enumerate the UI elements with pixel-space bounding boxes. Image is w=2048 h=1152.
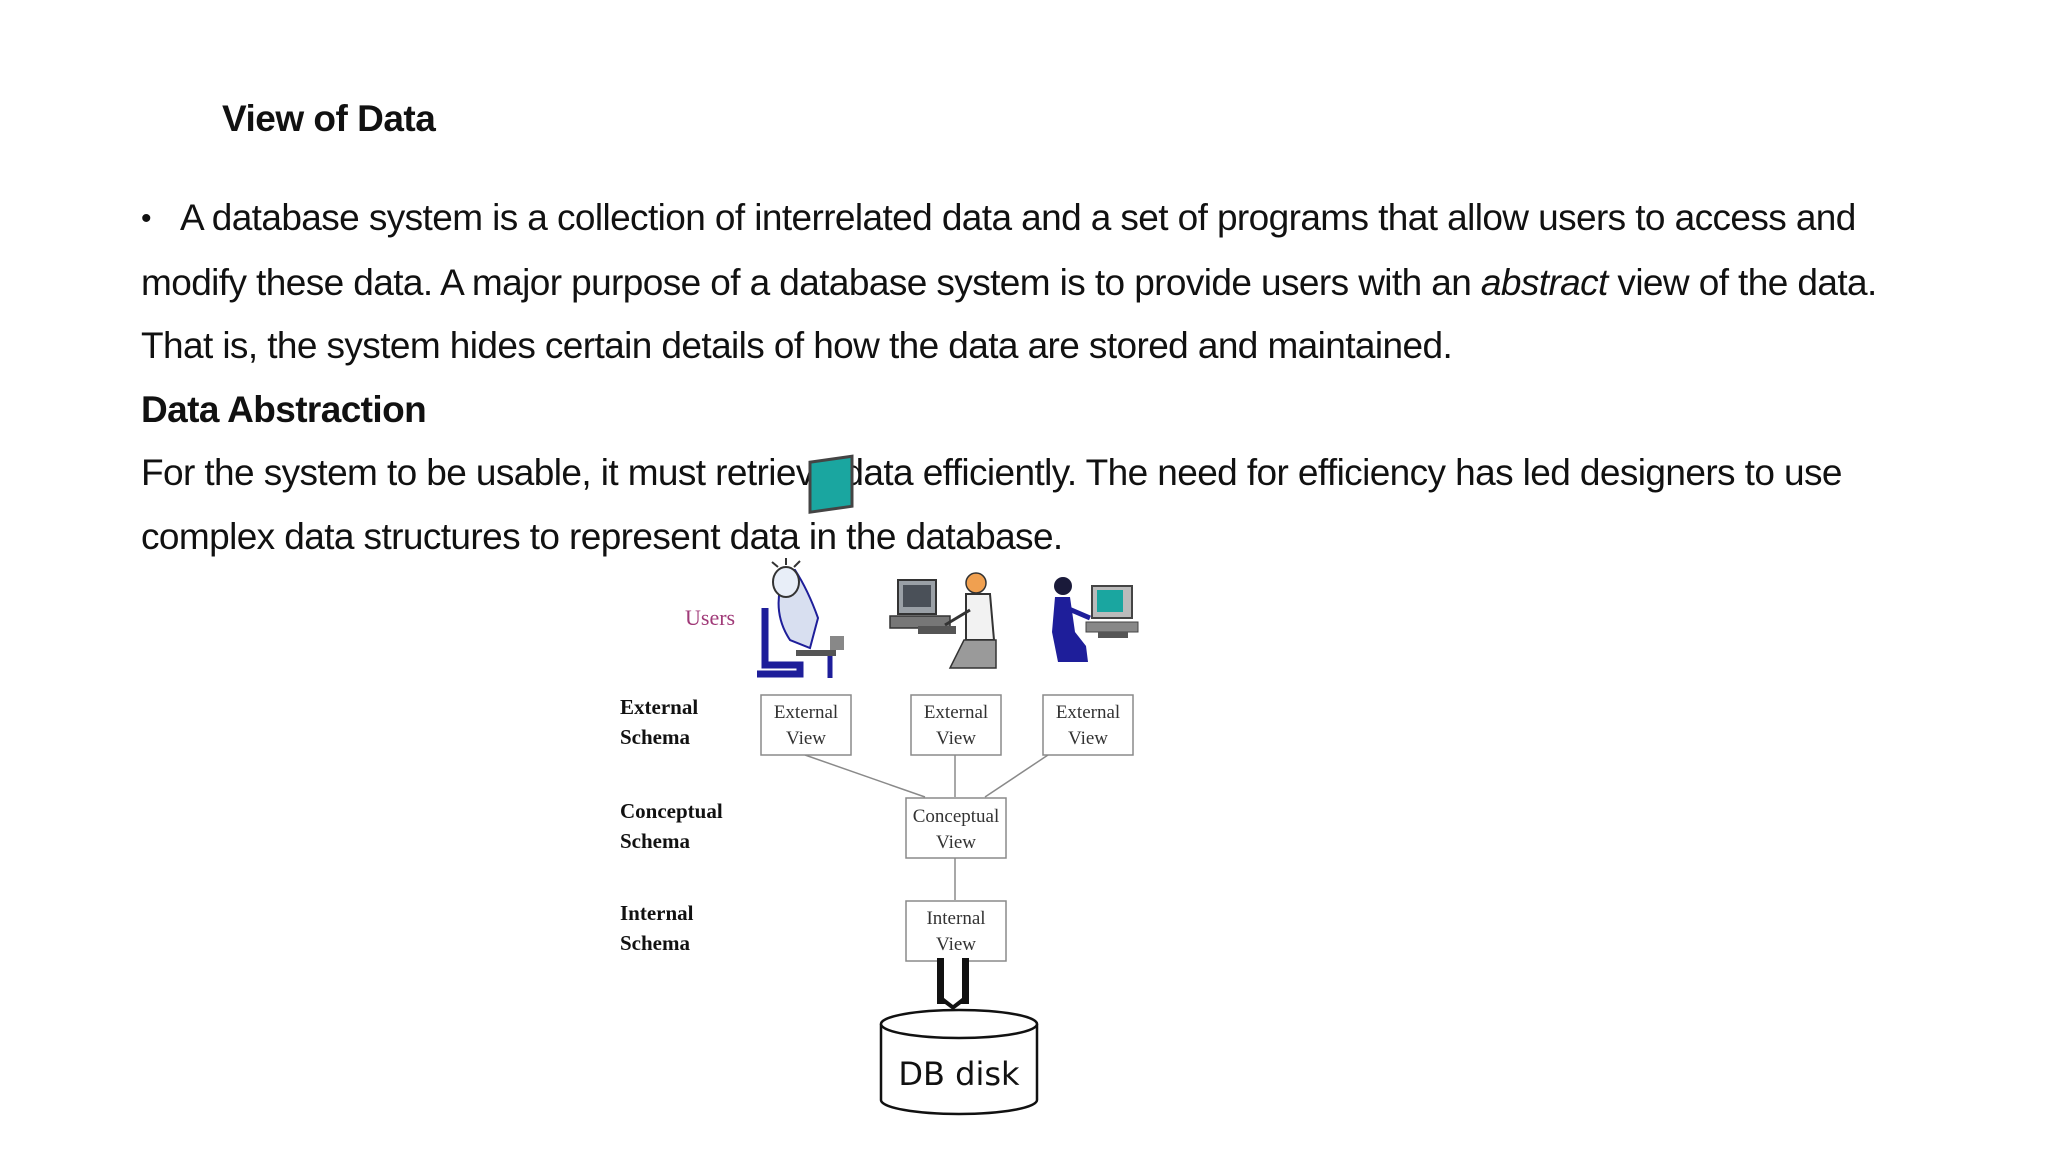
external-view-box-1 <box>760 694 852 756</box>
internal-view-l1: Internal <box>926 908 985 929</box>
para1-line1-text: A database system is a collection of int… <box>180 197 1856 238</box>
para1-line2-after: view of the data. <box>1607 261 1877 303</box>
external-view-2-l2: View <box>936 728 976 749</box>
user-figure-1-icon <box>757 454 854 678</box>
conceptual-view-l1: Conceptual <box>913 806 1000 827</box>
bullet-icon: • <box>141 202 152 235</box>
external-view-1-l1: External <box>774 702 838 723</box>
slide-title: View of Data <box>222 98 436 139</box>
internal-view-l2: View <box>936 934 976 955</box>
para1-line1: • A database system is a collection of in… <box>141 186 1856 251</box>
down-arrow-icon <box>937 958 969 1010</box>
external-schema-label-l1: External <box>620 695 698 719</box>
user-figure-2-icon <box>889 572 997 669</box>
database-disk-icon <box>879 1008 1039 1116</box>
conceptual-view-box <box>905 797 1007 859</box>
conceptual-schema-label-l2: Schema <box>620 829 690 853</box>
para1-line2: modify these data. A major purpose of a … <box>141 251 1877 315</box>
para2-line2: complex data structures to represent dat… <box>141 515 1063 557</box>
section-heading: Data Abstraction <box>141 388 427 430</box>
conceptual-view-l2: View <box>936 832 976 853</box>
para2-line1: For the system to be usable, it must ret… <box>141 452 1842 493</box>
external-view-3-l2: View <box>1068 728 1108 749</box>
user-figure-3-icon <box>1052 577 1139 662</box>
external-view-1-l2: View <box>786 728 826 749</box>
connector-lines <box>804 754 1049 900</box>
external-view-box-3 <box>1042 694 1134 756</box>
internal-view-box <box>905 900 1007 962</box>
internal-schema-label-l2: Schema <box>620 931 690 955</box>
external-view-box-2 <box>910 694 1002 756</box>
internal-schema-label-l1: Internal <box>620 901 694 925</box>
db-disk-label: DB disk <box>898 1055 1020 1093</box>
body-text: • A database system is a collection of in… <box>141 186 1877 568</box>
external-view-3-l1: External <box>1056 702 1120 723</box>
conceptual-schema-label-l1: Conceptual <box>620 799 723 823</box>
para1-line3: That is, the system hides certain detail… <box>141 325 1453 366</box>
para1-line2-italic: abstract <box>1480 261 1608 303</box>
users-label: Users <box>685 605 735 630</box>
para1-line2-before: modify these data. A major purpose of a … <box>141 261 1481 303</box>
external-schema-label-l2: Schema <box>620 725 690 749</box>
external-view-2-l1: External <box>924 702 988 723</box>
